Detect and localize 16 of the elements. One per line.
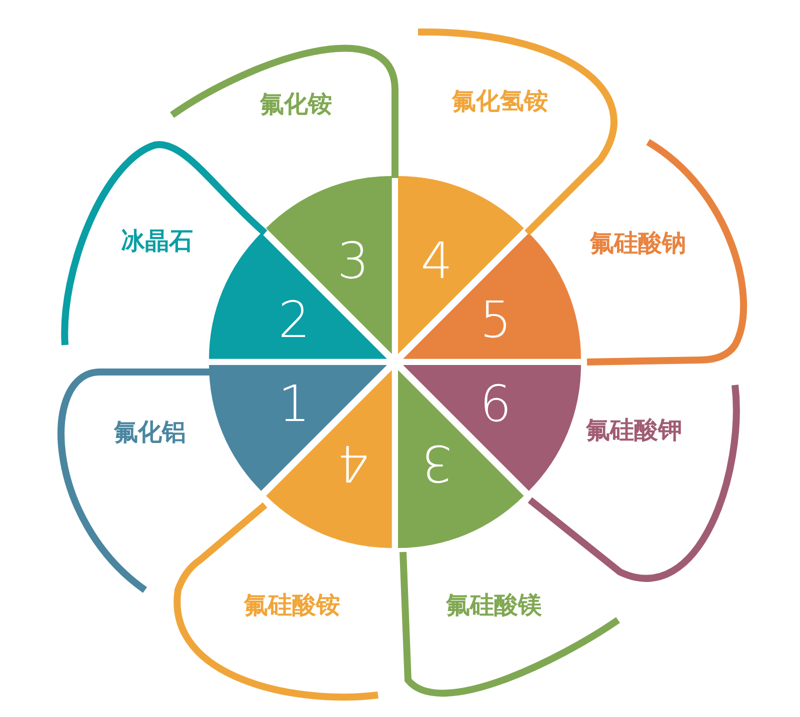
petal-label: 氟化铝 — [114, 418, 186, 446]
segment-number: 5 — [480, 293, 512, 348]
petal-label: 氟硅酸镁 — [446, 591, 542, 619]
petal-label: 氟硅酸钠 — [590, 229, 686, 257]
segment-number: 4 — [420, 234, 453, 288]
segment-number: 2 — [278, 293, 310, 348]
segment-number: 3 — [420, 436, 453, 490]
petal-label: 氟化氢铵 — [452, 87, 548, 115]
petal-label: 冰晶石 — [121, 227, 193, 255]
segment-number: 1 — [278, 376, 310, 431]
petal-label: 氟化铵 — [260, 90, 332, 118]
segment-number: 3 — [337, 234, 370, 288]
petal-label: 氟硅酸铵 — [244, 591, 340, 619]
segment-number: 6 — [480, 376, 512, 431]
segment-number: 4 — [337, 436, 370, 490]
petal-label: 氟硅酸钾 — [586, 416, 682, 444]
